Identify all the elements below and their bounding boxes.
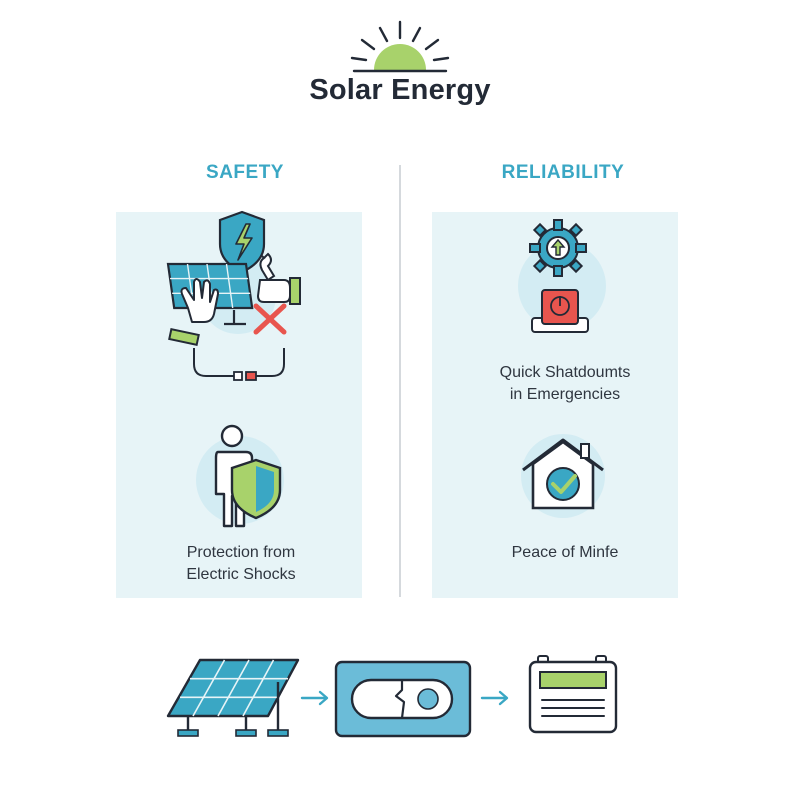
- reliability-caption-2-line1: Peace of Minfe: [511, 544, 619, 561]
- reliability-caption-2: Peace of Minfe: [480, 542, 650, 564]
- safety-caption-line2: Electric Shocks: [186, 566, 296, 583]
- gear-power-button-icon: [518, 219, 606, 333]
- reliability-heading: RELIABILITY: [501, 162, 625, 183]
- disconnect-switch-icon: [334, 660, 472, 738]
- column-divider: [399, 165, 401, 597]
- house-check-icon: [521, 434, 605, 518]
- reliability-caption-1-line2: in Emergencies: [509, 386, 621, 403]
- inverter-icon: [528, 655, 618, 734]
- solar-panel-hands-wrench-icon: [166, 210, 301, 381]
- solar-panel-icon: [166, 658, 300, 737]
- page-title: Solar Energy: [309, 74, 491, 106]
- header: Solar Energy: [0, 0, 800, 120]
- sun-icon: [350, 20, 450, 73]
- right-arrow-icon: [480, 690, 509, 706]
- safety-caption: Protection from Electric Shocks: [156, 542, 326, 586]
- reliability-caption-1: Quick Shatdoumts in Emergencies: [480, 362, 650, 406]
- safety-heading: SAFETY: [206, 162, 284, 183]
- safety-caption-line1: Protection from: [186, 544, 296, 561]
- reliability-caption-1-line1: Quick Shatdoumts: [499, 364, 631, 381]
- person-shield-icon: [196, 424, 284, 528]
- right-arrow-icon: [300, 690, 329, 706]
